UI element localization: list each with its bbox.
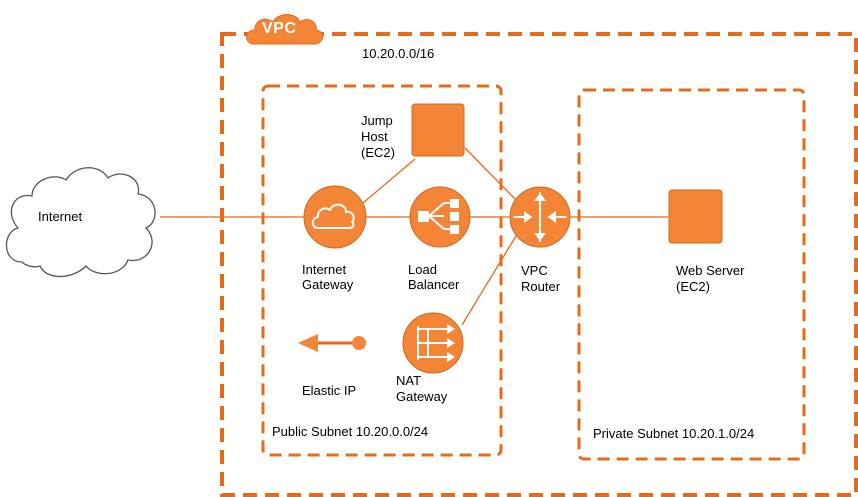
jump-host-label-line3: (EC2) [361, 145, 395, 160]
jump-host-label-line2: Host [361, 129, 388, 144]
nat-gateway-icon [402, 312, 464, 374]
private-subnet-boundary [577, 88, 806, 461]
public-subnet-boundary [261, 84, 503, 457]
elastic-ip-icon [298, 334, 366, 352]
internet-cloud-icon [5, 167, 156, 278]
vpc-router-label-line2: Router [521, 279, 561, 294]
vpc-boundary [220, 32, 858, 497]
web-server-icon [668, 189, 723, 244]
internet-gateway-icon [303, 185, 367, 249]
internet-label: Internet [38, 209, 83, 224]
internet-gateway-label-line2: Gateway [302, 277, 354, 292]
internet-gateway-label-line1: Internet [302, 262, 347, 277]
vpc-router-icon [509, 186, 571, 248]
load-balancer-icon [409, 186, 471, 248]
vpc-router-label-line1: VPC [521, 263, 548, 278]
jump-host-icon [411, 103, 465, 157]
nat-to-router-line [461, 235, 517, 326]
jumphost-to-router-line [464, 147, 517, 201]
private-subnet-label: Private Subnet 10.20.1.0/24 [593, 426, 755, 441]
igw-to-jumphost-line [362, 158, 416, 204]
web-server-label-line2: (EC2) [676, 279, 710, 294]
elastic-ip-label: Elastic IP [302, 383, 357, 398]
jump-host-label-line1: Jump [361, 113, 393, 128]
connections [160, 147, 668, 326]
public-subnet-label: Public Subnet 10.20.0.0/24 [272, 424, 429, 439]
vpc-tag-label: VPC [262, 20, 297, 37]
load-balancer-label-line2: Balancer [408, 277, 460, 292]
nat-gateway-label-line2: Gateway [396, 389, 448, 404]
load-balancer-label-line1: Load [408, 262, 437, 277]
vpc-cidr-label: 10.20.0.0/16 [362, 46, 435, 61]
vpc-cloud-tag [246, 14, 323, 45]
web-server-label-line1: Web Server [676, 263, 745, 278]
nat-gateway-label-line1: NAT [396, 373, 422, 388]
